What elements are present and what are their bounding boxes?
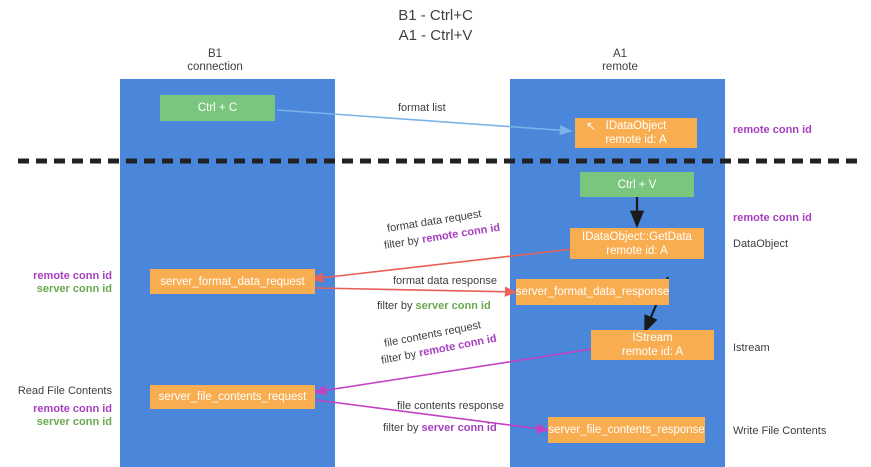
filter-prefix: filter by (383, 422, 422, 434)
node-idataobject[interactable]: IDataObject remote id: A (575, 118, 697, 148)
annotation-read-file-contents: Read File Contents (17, 385, 112, 397)
edge-label-format-data-response: format data response (393, 275, 497, 287)
node-server-file-contents-response[interactable]: server_file_contents_response (548, 417, 705, 443)
annotation-remote-conn-id-top: remote conn id (733, 124, 812, 136)
annotation-dataobject: DataObject (733, 238, 789, 250)
filter-prefix: filter by (383, 233, 424, 252)
column-header-a1: A1 remote (602, 48, 638, 73)
annotation-left-server-conn-id: server conn id (36, 283, 112, 295)
node-idataobject-getdata[interactable]: IDataObject::GetData remote id: A (570, 228, 704, 259)
edge-label-format-data-response-filter: filter by server conn id (377, 299, 491, 313)
edge-label-file-contents-response: file contents response (397, 400, 505, 412)
node-server-file-contents-request[interactable]: server_file_contents_request (150, 385, 315, 409)
edge-label-format-list: format list (398, 102, 446, 114)
filter-key-server-conn-id: server conn id (421, 422, 497, 434)
edge-label-file-contents-response-filter: filter by server conn id (383, 421, 497, 435)
page-title: B1 - Ctrl+C A1 - Ctrl+V (398, 7, 473, 44)
annotation-remote-conn-id-mid: remote conn id (733, 212, 812, 224)
node-ctrl-v[interactable]: Ctrl + V (580, 172, 694, 197)
annotation-write-file-contents: Write File Contents (733, 425, 827, 437)
annotation-left-remote-conn-id: remote conn id (33, 270, 112, 282)
column-header-b1: B1 connection (187, 48, 243, 73)
annotation-left-bottom-remote-conn-id: remote conn id (33, 403, 112, 415)
node-server-format-data-response[interactable]: server_format_data_response (516, 279, 669, 305)
node-server-format-data-request[interactable]: server_format_data_request (150, 269, 315, 294)
annotation-left-bottom-server-conn-id: server conn id (36, 416, 112, 428)
filter-prefix: filter by (377, 300, 416, 312)
annotation-istream: Istream (733, 342, 770, 354)
node-ctrl-c[interactable]: Ctrl + C (160, 95, 275, 121)
mouse-pointer-icon: ↖ (586, 119, 597, 133)
node-istream[interactable]: IStream remote id: A (591, 330, 714, 360)
filter-key-server-conn-id: server conn id (415, 300, 491, 312)
